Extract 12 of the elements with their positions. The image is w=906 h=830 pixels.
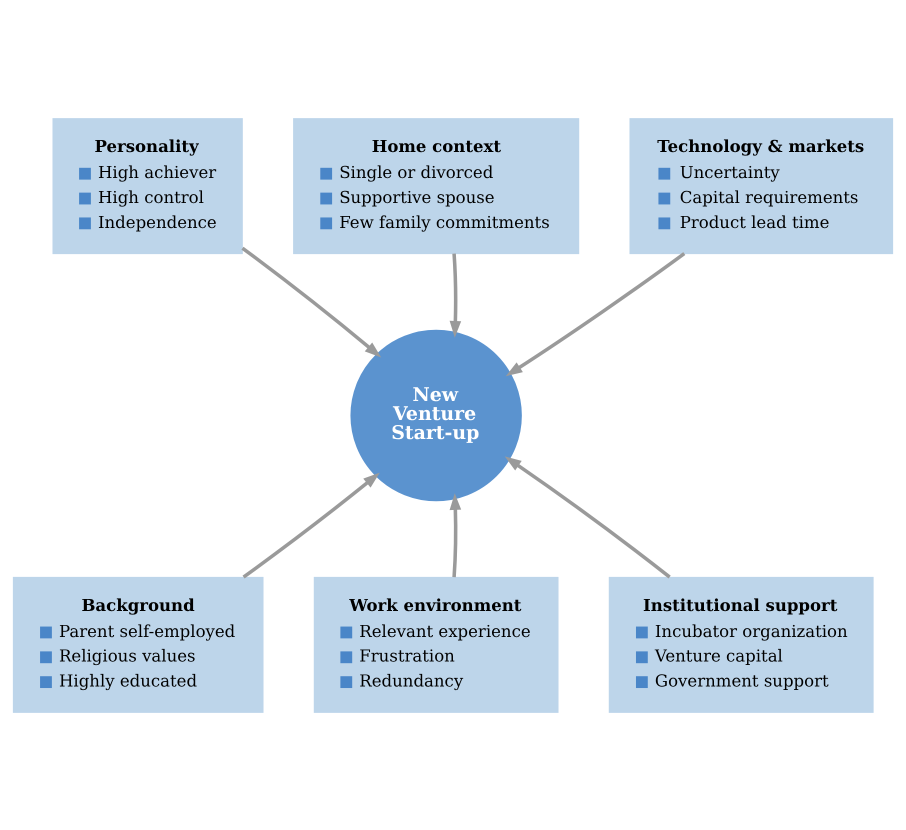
node-box: Home context Single or divorced Supportive spouse Few family commitments <box>293 118 580 254</box>
node-box: Institutional support Incubator organization Venture capital Government support <box>608 576 874 712</box>
arrow <box>450 492 462 577</box>
arrow <box>450 252 462 338</box>
node-box: Personality High achiever High control Independence <box>52 118 243 254</box>
arrow <box>241 246 382 358</box>
node-box: Work environment Relevant experience Frustration Redundancy <box>314 576 559 712</box>
arrow <box>506 252 686 376</box>
node-box: Technology & markets Uncertainty Capital requirements Product lead time <box>629 118 894 254</box>
arrow <box>504 456 671 578</box>
arrow <box>242 472 380 578</box>
node-box: Background Parent self-employed Religious values Highly educated <box>12 576 264 712</box>
